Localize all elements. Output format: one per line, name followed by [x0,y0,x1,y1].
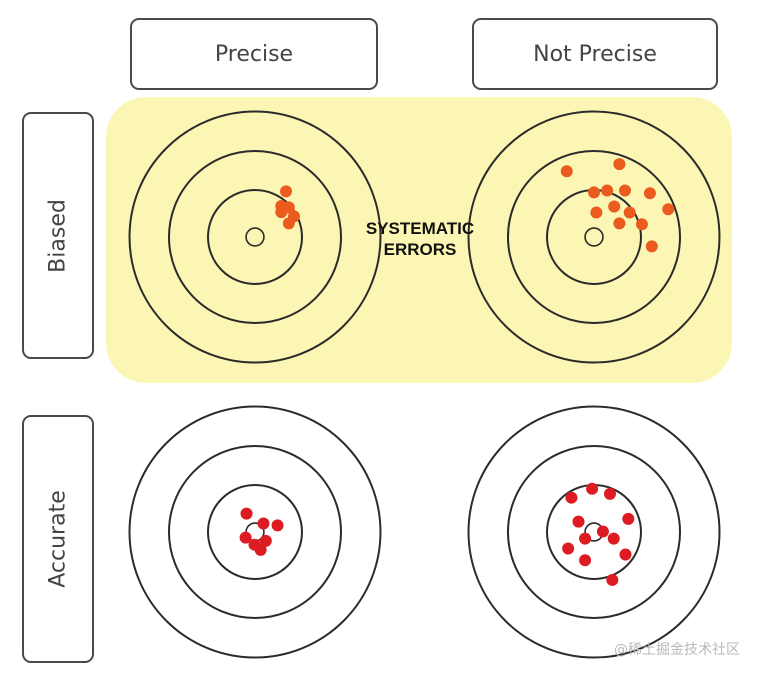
target-biased-not-precise [467,110,721,364]
hit-dot [271,519,284,532]
hit-dot [613,158,626,171]
hit-dot [280,185,293,198]
target-ring [506,444,682,620]
hit-dot [608,200,621,213]
hit-dot [619,548,632,561]
column-header-precise: Precise [130,18,378,90]
target-ring [245,227,265,247]
row-header-biased: Biased [22,112,94,359]
hit-dot [607,532,620,545]
target-ring [584,227,604,247]
systematic-errors-label: SYSTEMATIC ERRORS [340,218,500,260]
target-ring [546,484,642,580]
hit-dot [590,206,603,219]
target-ring [207,189,303,285]
target-accurate-precise [128,405,382,659]
hit-dot [601,184,614,197]
target-ring [467,405,721,659]
hit-dot [613,217,626,230]
target-ring [207,484,303,580]
hit-dot [254,543,267,556]
hit-dot [579,554,592,567]
hit-dot [259,534,272,547]
target-ring [546,189,642,285]
target-biased-precise [128,110,382,364]
watermark: @稀土掘金技术社区 [614,642,740,658]
target-accurate-not-precise [467,405,721,659]
column-header-not-precise-label: Not Precise [533,41,657,67]
hit-dot [643,187,656,200]
hit-dot [588,186,600,199]
systematic-errors-highlight [106,97,732,383]
hit-dot [579,532,592,545]
hit-dot [623,206,636,219]
hit-dot [257,517,270,530]
target-ring [167,444,343,620]
hit-dot [606,573,619,586]
hit-dot [635,218,648,231]
hit-dot [572,515,585,528]
hit-dot [603,487,616,500]
column-header-precise-label: Precise [214,41,294,67]
hit-dot [645,240,658,253]
hit-dot [596,525,609,538]
row-header-accurate: Accurate [22,415,94,663]
hit-dot [622,512,635,525]
hit-dot [586,482,599,495]
hit-dot [240,507,253,520]
target-ring [506,149,682,325]
column-header-not-precise: Not Precise [472,18,718,90]
target-ring [128,110,382,364]
hit-dot [662,203,675,216]
systematic-errors-text: SYSTEMATIC ERRORS [365,219,475,259]
hit-dot [619,184,632,197]
target-ring [128,405,382,659]
hit-dot [565,491,578,504]
hit-dot [275,206,288,219]
hit-dot [282,217,295,230]
target-ring [467,110,721,364]
hit-dot [560,165,573,178]
hit-dot [562,542,575,555]
target-ring [167,149,343,325]
hit-dot [239,531,252,544]
